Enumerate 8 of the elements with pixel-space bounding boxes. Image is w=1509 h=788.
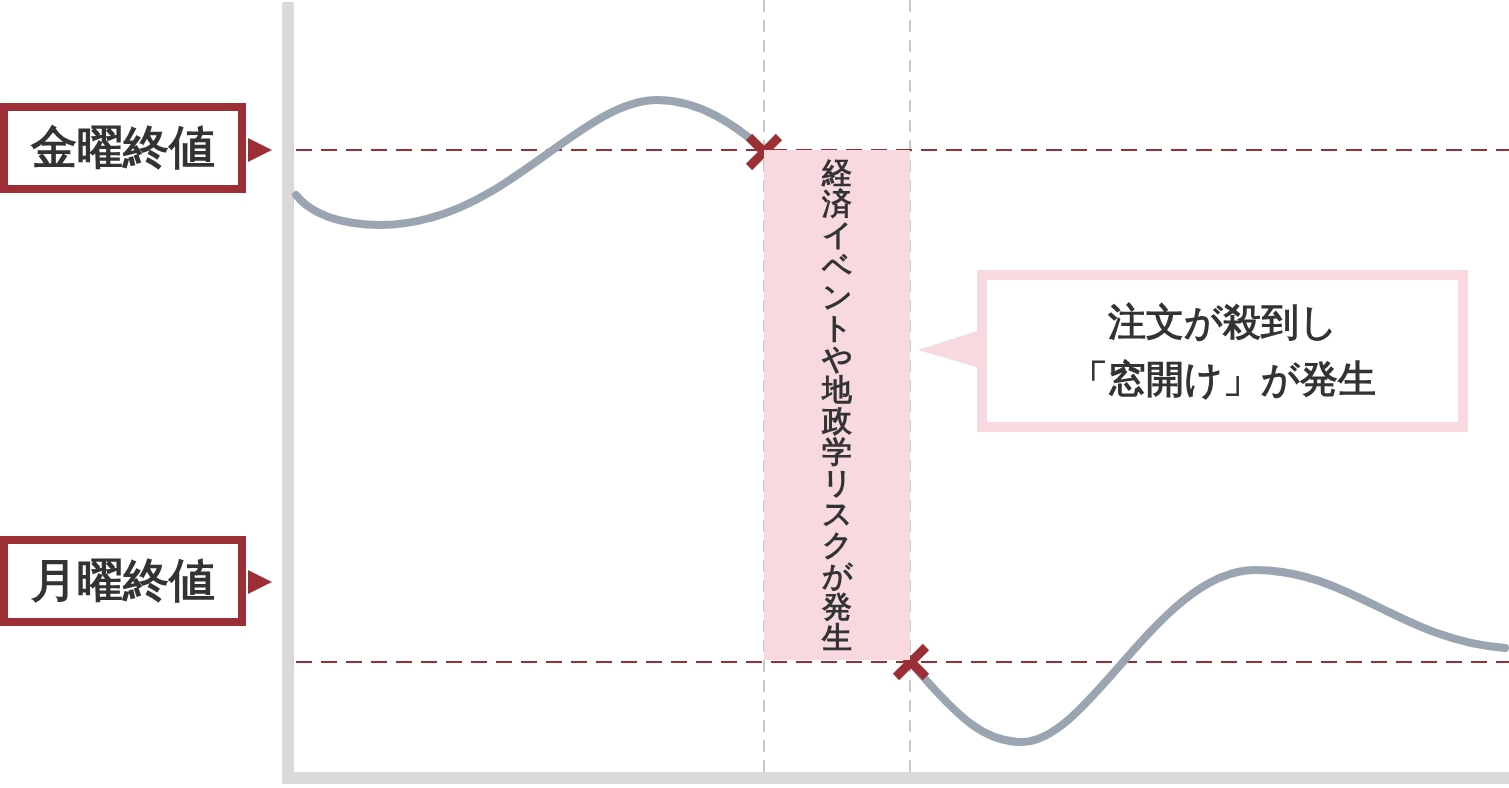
label-box [0,536,246,626]
callout-text: 注文が殺到し「窓開け」が発生 [1068,299,1377,403]
label-text: 月曜終値 [31,552,215,609]
callout-box [977,270,1468,432]
event-text: 経済イベントや地政学リスクが発生 [820,157,854,653]
label-text: 金曜終値 [31,119,215,176]
label-box [0,103,246,193]
event-band [764,150,910,660]
